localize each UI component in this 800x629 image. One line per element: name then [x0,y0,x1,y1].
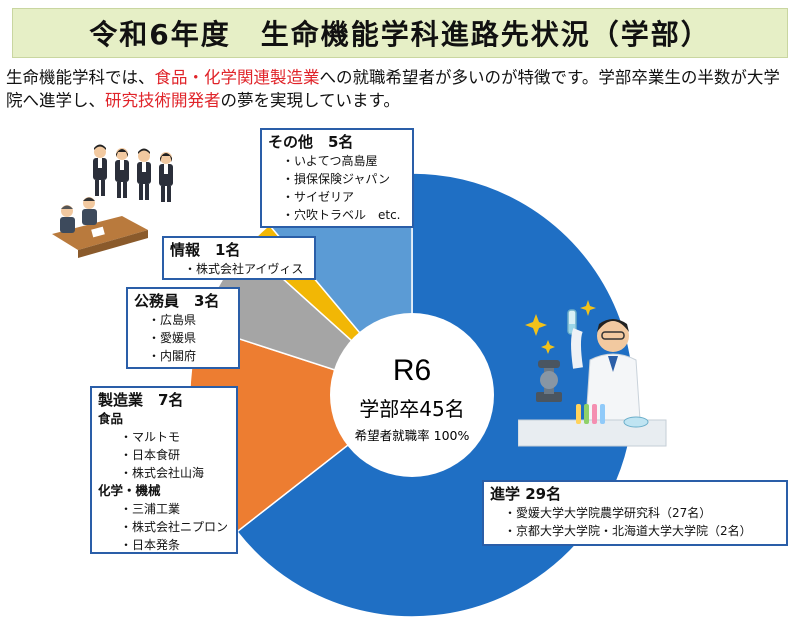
label-public-servant: 公務員 3名 ・広島県 ・愛媛県 ・内閣府 [126,287,240,369]
label-other: その他 5名 ・いよてつ高島屋 ・損保保険ジャパン ・サイゼリア ・穴吹トラベル… [260,128,414,228]
label-it-item: ・株式会社アイヴィス [184,262,304,276]
label-manufacturing-head: 製造業 7名 [98,391,184,409]
sparkle-icons [525,300,596,354]
page-title: 令和6年度 生命機能学科進路先状況（学部） [12,8,788,58]
label-public-servant-item: ・広島県 [148,313,197,327]
label-other-item: ・穴吹トラベル etc. [282,208,401,222]
center-year: R6 [393,354,431,387]
test-tubes-icon [518,404,667,447]
label-manufacturing-item: ・株式会社山海 [120,466,205,480]
label-it-head: 情報 1名 [170,241,241,259]
interviewers-table [52,197,148,258]
candidates-group [93,144,173,202]
label-other-head: その他 5名 [268,133,354,151]
intro-part-3: の夢を実現しています。 [220,91,400,110]
scientist-figure [567,309,641,421]
intro-highlight-2: 研究技術開発者 [105,91,221,110]
label-manufacturing-food: 食品 [98,411,124,426]
center-employment-rate: 希望者就職率 100% [355,428,470,443]
interview-candidates-illustration [52,144,173,258]
label-manufacturing-item: ・日本食研 [120,448,181,462]
label-grad-school: 進学 29名 ・愛媛大学大学院農学研究科（27名） ・京都大学大学院・北海道大学… [482,480,788,546]
label-manufacturing-item: ・日本発条 [120,538,181,552]
intro-text: 生命機能学科では、食品・化学関連製造業への就職希望者が多いのが特徴です。学部卒業… [6,66,796,112]
label-public-servant-head: 公務員 3名 [134,292,220,310]
label-public-servant-item: ・愛媛県 [148,331,197,345]
label-manufacturing-item: ・三浦工業 [120,502,181,516]
intro-part-2: への就職希望者が多いのが特徴です。学部卒業生の半数が大学院へ進学し、 [6,68,780,110]
donut-hole [330,313,494,477]
label-public-servant-item: ・内閣府 [148,349,197,363]
label-grad-school-head: 進学 29名 [490,485,562,503]
label-other-item: ・損保保険ジャパン [282,172,391,186]
intro-part-1: 生命機能学科では、 [6,68,155,87]
label-grad-school-item: ・愛媛大学大学院農学研究科（27名） [504,506,712,520]
label-other-item: ・サイゼリア [282,190,355,204]
label-manufacturing-item: ・マルトモ [120,430,181,444]
scientist-lab-illustration [518,300,667,447]
label-manufacturing-item: ・株式会社ニプロン [120,520,229,534]
label-it: 情報 1名 ・株式会社アイヴィス [162,236,316,280]
center-graduates: 学部卒45名 [359,397,464,421]
microscope-icon [536,360,562,402]
label-manufacturing-chemical: 化学・機械 [98,483,161,498]
label-other-item: ・いよてつ高島屋 [282,154,378,168]
label-manufacturing: 製造業 7名 食品 ・マルトモ ・日本食研 ・株式会社山海 化学・機械 ・三浦工… [90,386,238,554]
intro-highlight-1: 食品・化学関連製造業 [154,68,320,87]
label-grad-school-item: ・京都大学大学院・北海道大学大学院（2名） [504,524,752,538]
